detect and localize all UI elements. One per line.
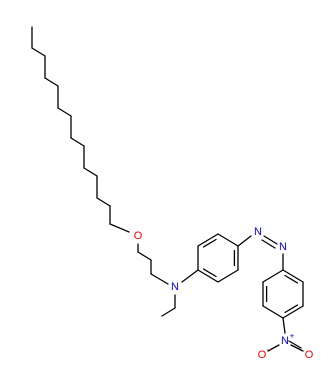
- chain-bond: [70, 137, 85, 147]
- ch2-bond: [137, 251, 152, 261]
- ring1-inner-bond: [202, 238, 217, 248]
- azo-nitrogen-1-label: N: [254, 226, 262, 238]
- chain-bond: [44, 77, 59, 87]
- amine-nitrogen-label: N: [171, 281, 179, 293]
- ring1-bond: [217, 233, 239, 247]
- nitro-nitrogen-label: N: [281, 335, 289, 347]
- ring2-bond: [262, 269, 284, 283]
- ring1-inner-bond: [202, 268, 217, 278]
- nitro-nitrogen-charge: +: [290, 332, 295, 341]
- nitro-group: N + O − O: [258, 332, 314, 362]
- nitro-oxygen-1-label: O: [258, 349, 267, 361]
- azo-group: N N: [254, 226, 287, 253]
- ch2-nitrogen-bond: [150, 273, 169, 285]
- ring-azo-bond: [237, 235, 252, 247]
- azo-bond: [261, 239, 276, 249]
- ethyl-bond: [161, 307, 176, 317]
- bond-skeleton: [31, 26, 304, 352]
- chain-bond: [96, 197, 111, 207]
- chain-bond: [57, 107, 72, 117]
- ring2-bond: [282, 269, 304, 283]
- chain-bond: [83, 167, 98, 177]
- nitro-double-bond: [288, 340, 302, 349]
- nitro-double-bond: [290, 344, 304, 352]
- chain-bond: [31, 47, 46, 57]
- chain-oxygen-bond: [109, 223, 130, 233]
- ring2-inner-bond: [284, 304, 299, 314]
- ring1-bond: [217, 269, 239, 283]
- ring2-inner-bond: [284, 274, 299, 284]
- oxygen-atom-label: O: [134, 230, 143, 242]
- ring2-bond: [282, 305, 304, 319]
- nitro-oxygen-1-charge: −: [267, 346, 272, 355]
- ring1-bond: [197, 233, 219, 247]
- nitrogen-ring-bond: [181, 269, 199, 283]
- amine-nitrogen: N: [171, 281, 179, 293]
- azo-bond: [263, 235, 278, 245]
- ether-oxygen: O: [134, 230, 143, 242]
- nitro-oxygen-2-label: O: [305, 349, 314, 361]
- azo-nitrogen-2-label: N: [279, 241, 287, 253]
- ring2-bond: [262, 305, 284, 319]
- nitro-single-bond: [267, 344, 280, 352]
- ring1-bond: [197, 269, 219, 283]
- ring-nitro-bond: [282, 317, 286, 334]
